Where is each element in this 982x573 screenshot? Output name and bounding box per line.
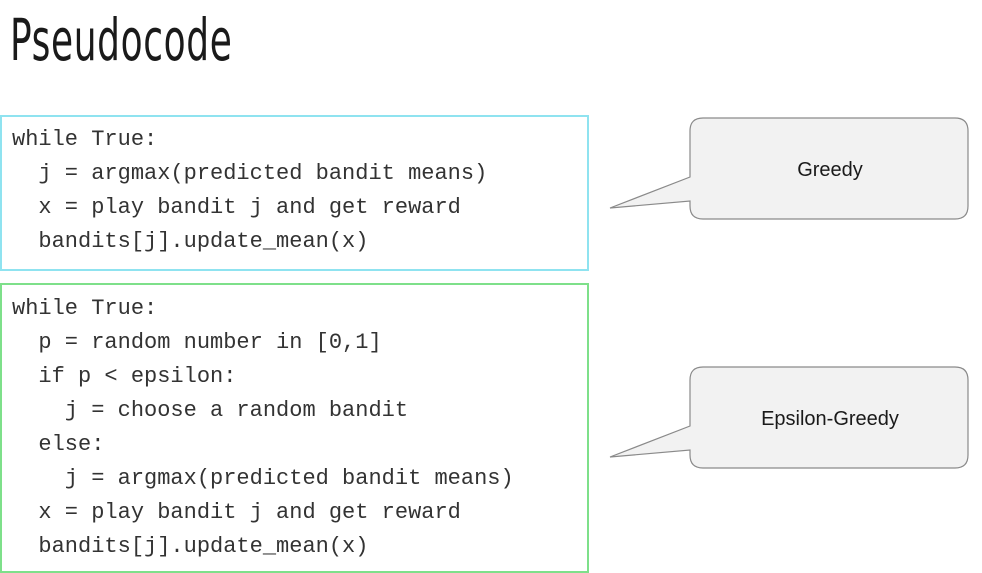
page-title: Pseudocode — [10, 6, 233, 74]
code-line: j = argmax(predicted bandit means) — [12, 161, 488, 186]
code-line: while True: — [12, 296, 158, 321]
code-line: bandits[j].update_mean(x) — [12, 534, 369, 559]
code-line: bandits[j].update_mean(x) — [12, 229, 369, 254]
code-line: if p < epsilon: — [12, 364, 237, 389]
epsilon-greedy-code-box: while True: p = random number in [0,1] i… — [0, 283, 589, 573]
code-line: j = argmax(predicted bandit means) — [12, 466, 514, 491]
speech-bubble-shape — [609, 117, 969, 220]
code-line: p = random number in [0,1] — [12, 330, 382, 355]
code-line: x = play bandit j and get reward — [12, 500, 461, 525]
code-line: j = choose a random bandit — [12, 398, 409, 423]
greedy-callout: Greedy — [600, 113, 982, 223]
epsilon-greedy-label: Epsilon-Greedy — [761, 408, 899, 430]
epsilon-greedy-callout: Epsilon-Greedy — [600, 362, 982, 472]
callout-bubble — [609, 117, 969, 220]
code-line: while True: — [12, 127, 158, 152]
code-line: else: — [12, 432, 105, 457]
callout-bubble — [609, 366, 969, 469]
code-line: x = play bandit j and get reward — [12, 195, 461, 220]
greedy-code-box: while True: j = argmax(predicted bandit … — [0, 115, 589, 271]
speech-bubble-shape — [609, 366, 969, 469]
greedy-label: Greedy — [797, 159, 863, 181]
